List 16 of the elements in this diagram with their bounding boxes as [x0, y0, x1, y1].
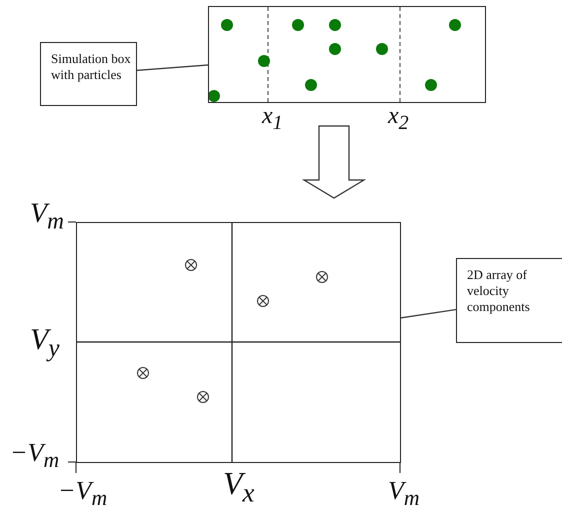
axis-label: −V$_{m}$: [10, 440, 60, 472]
position-label: x$_{1}$: [262, 104, 283, 133]
callout-box: [40, 42, 137, 106]
axis-label: −V$_{m}$: [58, 478, 108, 510]
simulation-box: [208, 6, 486, 103]
axis-label: V$_{x}$: [223, 467, 254, 506]
callout-text: Simulation box with particles: [51, 51, 132, 83]
leader-line: [400, 308, 456, 318]
axis-label: V$_{y}$: [30, 325, 60, 361]
callout-text: 2D array of velocity components: [467, 267, 531, 315]
block-arrow: [302, 125, 366, 199]
position-label: x$_{2}$: [388, 104, 409, 133]
callout-box: [456, 258, 562, 343]
axis-label: V$_{m}$: [30, 200, 64, 234]
leader-line: [136, 64, 208, 71]
axis-label: V$_{m}$: [388, 478, 420, 510]
